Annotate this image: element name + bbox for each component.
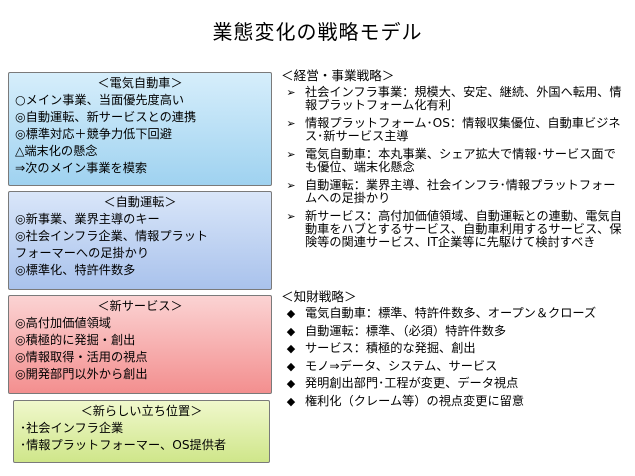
box-line: ◎自動運転、新サービスとの連携 bbox=[15, 110, 197, 124]
box-line: ◎積極的に発掘・創出 bbox=[15, 333, 136, 347]
box-line: ◎新事業、業界主導のキー bbox=[15, 212, 160, 226]
list-item: ➢ 情報プラットフォーム･OS：情報収集優位、自動車ビジネス･新サービス主導 bbox=[281, 117, 626, 143]
box-line: ○メイン事業、当面優先度高い bbox=[15, 93, 185, 107]
box-header: ＜電気自動車＞ bbox=[97, 76, 183, 90]
box-autonomous-driving: ＜自動運転＞ ◎新事業、業界主導のキー ◎社会インフラ企業、情報プラット フォー… bbox=[8, 191, 272, 290]
arrow-bullet-icon: ➢ bbox=[286, 86, 296, 99]
arrow-bullet-icon: ➢ bbox=[286, 179, 296, 192]
arrow-bullet-icon: ➢ bbox=[286, 148, 296, 161]
box-line: △端末化の懸念 bbox=[15, 144, 98, 158]
diamond-bullet-icon: ◆ bbox=[286, 394, 296, 408]
arrow-bullet-icon: ➢ bbox=[286, 210, 296, 223]
item-text: モノ⇒データ、システム、サービス bbox=[305, 358, 498, 373]
list-item: ◆ 電気自動車：標準、特許件数多、オープン＆クローズ bbox=[281, 306, 626, 321]
item-text: 発明創出部門･工程が変更、データ視点 bbox=[305, 376, 519, 390]
ip-strategy-list: ◆ 電気自動車：標準、特許件数多、オープン＆クローズ ◆ 自動運転：標準、（必須）特… bbox=[281, 306, 626, 412]
box-line: ◎開発部門以外から創出 bbox=[15, 367, 148, 381]
item-text: サービス：積極的な発掘、創出 bbox=[305, 341, 476, 355]
list-item: ◆ 発明創出部門･工程が変更、データ視点 bbox=[281, 376, 626, 391]
page-title: 業態変化の戦略モデル bbox=[212, 20, 423, 44]
box-line: ◎社会インフラ企業、情報プラット bbox=[15, 229, 209, 243]
item-text: 権利化（クレーム等）の視点変更に留意 bbox=[305, 393, 525, 408]
list-item: ➢ 電気自動車：本丸事業、シェア拡大で情報･サービス面でも優位、端末化懸念 bbox=[281, 148, 626, 174]
arrow-bullet-icon: ➢ bbox=[286, 117, 296, 130]
item-text: 社会インフラ事業：規模大、安定、継続、外国へ転用、情報プラットフォーム化有利 bbox=[305, 85, 622, 112]
box-line: ･社会インフラ企業 bbox=[20, 421, 124, 435]
list-item: ➢ 自動運転：業界主導、社会インフラ･情報プラットフォームへの足掛かり bbox=[281, 179, 626, 205]
item-text: 電気自動車：標準、特許件数多、オープン＆クローズ bbox=[305, 306, 597, 320]
diamond-bullet-icon: ◆ bbox=[286, 342, 296, 355]
box-new-services: ＜新サービス＞ ◎高付加価値領域 ◎積極的に発掘・創出 ◎情報取得・活用の視点 … bbox=[8, 295, 272, 394]
diamond-bullet-icon: ◆ bbox=[286, 324, 296, 338]
diamond-bullet-icon: ◆ bbox=[286, 307, 296, 320]
box-new-position: ＜新らしい立ち位置＞ ･社会インフラ企業 ･情報プラットフォーマー、OS提供者 bbox=[13, 400, 270, 463]
box-line: ･情報プラットフォーマー、OS提供者 bbox=[20, 438, 227, 452]
box-header: ＜新らしい立ち位置＞ bbox=[80, 404, 203, 418]
box-header: ＜自動運転＞ bbox=[103, 195, 177, 209]
list-item: ➢ 社会インフラ事業：規模大、安定、継続、外国へ転用、情報プラットフォーム化有利 bbox=[281, 86, 626, 112]
item-text: 新サービス：高付加価値領域、自動運転との連動、電気自動車をハブとするサービス、自… bbox=[305, 209, 622, 249]
list-item: ➢ 新サービス：高付加価値領域、自動運転との連動、電気自動車をハブとするサービス、… bbox=[281, 210, 626, 249]
ip-strategy-header: ＜知財戦略＞ bbox=[281, 289, 357, 304]
box-line: ◎標準対応＋競争力低下回避 bbox=[15, 127, 172, 141]
box-line: ◎高付加価値領域 bbox=[15, 316, 111, 330]
item-text: 自動運転：標準、（必須）特許件数多 bbox=[305, 323, 507, 338]
business-strategy-header: ＜経営・事業戦略＞ bbox=[281, 68, 395, 83]
box-electric-vehicle: ＜電気自動車＞ ○メイン事業、当面優先度高い ◎自動運転、新サービスとの連携 ◎… bbox=[8, 72, 272, 186]
business-strategy-list: ➢社会インフラ事業：規模大、安定、継続、外国へ転用、情報プラットフォーム化有利 … bbox=[281, 86, 626, 254]
box-line: ⇒次のメイン事業を模索 bbox=[15, 161, 148, 175]
item-text: 自動運転：業界主導、社会インフラ･情報プラットフォームへの足掛かり bbox=[305, 178, 616, 205]
box-line: ◎情報取得・活用の視点 bbox=[15, 350, 148, 364]
list-item: ◆ モノ⇒データ、システム、サービス bbox=[281, 358, 626, 374]
diamond-bullet-icon: ◆ bbox=[286, 359, 296, 373]
box-line: ◎標準化、特許件数多 bbox=[15, 263, 136, 277]
box-header: ＜新サービス＞ bbox=[97, 299, 183, 313]
item-text: 電気自動車：本丸事業、シェア拡大で情報･サービス面でも優位、端末化懸念 bbox=[305, 147, 616, 174]
list-item: ◆ 権利化（クレーム等）の視点変更に留意 bbox=[281, 393, 626, 409]
item-text: 情報プラットフォーム･OS：情報収集優位、自動車ビジネス･新サービス主導 bbox=[305, 116, 621, 143]
list-item: ◆ 自動運転：標準、（必須）特許件数多 bbox=[281, 323, 626, 339]
box-line: フォーマーへの足掛かり bbox=[15, 246, 150, 260]
diamond-bullet-icon: ◆ bbox=[286, 377, 296, 390]
list-item: ◆ サービス：積極的な発掘、創出 bbox=[281, 341, 626, 356]
